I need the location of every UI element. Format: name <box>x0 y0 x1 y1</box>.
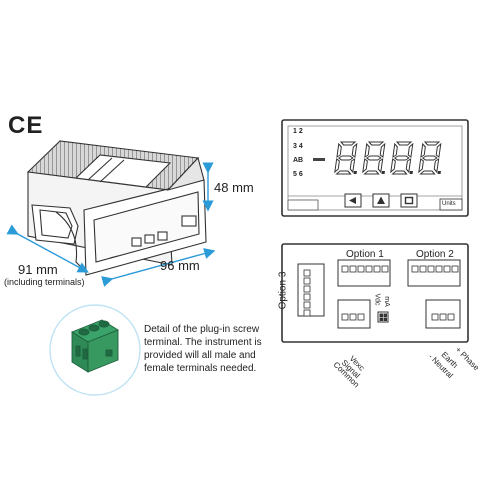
terminal-pin <box>427 265 435 273</box>
terminal-pin <box>303 285 311 293</box>
option1-connector <box>337 259 391 287</box>
width-label: 96 mm <box>160 258 200 273</box>
terminal-pin <box>341 265 349 273</box>
vdc-ma-jumper <box>377 311 389 323</box>
units-label: Units <box>442 201 456 207</box>
vdc-label: Vdc <box>373 293 381 306</box>
indicator-ab: AB <box>293 157 304 164</box>
caption-line-2: terminal. The instrument is <box>144 337 262 348</box>
enter-square-icon <box>404 196 414 205</box>
instrument-isometric <box>26 140 207 276</box>
option2-label: Option 2 <box>416 249 454 260</box>
terminal-pin <box>373 265 381 273</box>
caption-line-1: Detail of the plug-in screw <box>144 324 260 335</box>
terminal-pin <box>349 265 357 273</box>
up-arrow-icon <box>377 196 385 204</box>
detail-caption: Detail of the plug-in screw terminal. Th… <box>144 323 262 375</box>
height-label: 48 mm <box>214 180 254 195</box>
terminal-detail <box>49 304 141 396</box>
terminal-pin <box>349 313 357 321</box>
units-box <box>439 198 463 211</box>
option1-label: Option 1 <box>346 249 384 260</box>
enter-button <box>400 193 418 208</box>
ma-label: mA <box>382 296 390 307</box>
sign-segment <box>313 158 325 161</box>
left-arrow-icon <box>349 197 356 204</box>
terminal-pin <box>303 269 311 277</box>
rear-panel <box>281 243 469 343</box>
terminal-pin <box>357 313 365 321</box>
terminal-pin <box>303 301 311 309</box>
option2-connector <box>407 259 461 287</box>
width-arrow <box>101 248 216 287</box>
dimension-arrows <box>6 162 216 287</box>
seven-segment-digit <box>334 141 358 175</box>
terminal-pin <box>365 265 373 273</box>
plug-in-terminal-image <box>71 319 119 373</box>
terminal-pin <box>447 313 455 321</box>
iso-button-2 <box>144 234 155 244</box>
option3-connector <box>297 263 325 317</box>
depth-note: (including terminals) <box>4 277 85 287</box>
terminal-pin <box>303 293 311 301</box>
indicator-34: 3 4 <box>293 143 303 150</box>
terminal-pin <box>303 277 311 285</box>
seven-segment-display <box>334 141 442 175</box>
terminal-pin <box>431 313 439 321</box>
option3-label: Option 3 <box>277 271 289 310</box>
terminal-pin <box>419 265 427 273</box>
ce-mark: CE <box>8 112 44 139</box>
terminal-pin <box>451 265 459 273</box>
iso-button-1 <box>131 237 142 247</box>
terminal-pin <box>303 309 311 317</box>
terminal-pin <box>341 313 349 321</box>
seven-segment-digit <box>418 141 442 175</box>
indicator-56: 5 6 <box>293 171 303 178</box>
terminal-pin <box>357 265 365 273</box>
depth-label: 91 mm <box>18 262 58 277</box>
seven-segment-digit <box>390 141 414 175</box>
depth-arrow <box>6 224 89 273</box>
terminal-pin <box>411 265 419 273</box>
signal-connector <box>337 299 371 329</box>
front-panel <box>281 119 469 217</box>
terminal-pin <box>381 265 389 273</box>
caption-line-3: provided will all male and <box>144 350 256 361</box>
iso-button-3 <box>157 231 168 241</box>
indicator-12: 1 2 <box>293 128 303 135</box>
terminal-pin <box>439 313 447 321</box>
caption-line-4: female terminals needed. <box>144 363 257 374</box>
terminal-pin <box>435 265 443 273</box>
seven-segment-digit <box>362 141 386 175</box>
terminal-pin <box>443 265 451 273</box>
power-connector <box>425 299 461 329</box>
